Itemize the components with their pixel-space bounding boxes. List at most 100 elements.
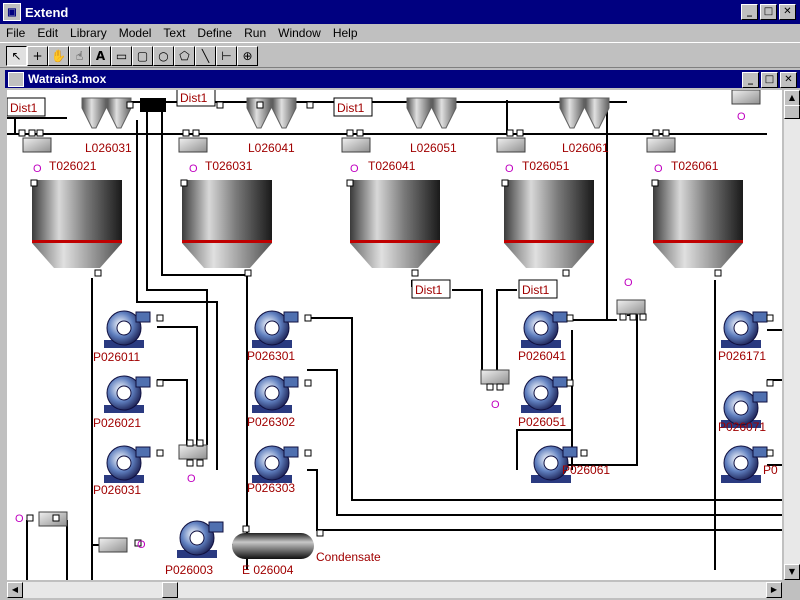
connector-port[interactable] <box>186 439 194 447</box>
dist-block[interactable] <box>176 90 216 107</box>
arrow-tool-icon[interactable]: + <box>27 46 48 66</box>
menu-window[interactable]: Window <box>278 26 321 40</box>
oval-tool-icon[interactable]: ○ <box>153 46 174 66</box>
pump-icon[interactable] <box>252 310 299 348</box>
menu-library[interactable]: Library <box>70 26 107 40</box>
connector-port[interactable] <box>196 459 204 467</box>
menu-text[interactable]: Text <box>163 26 186 40</box>
pump-icon[interactable] <box>521 310 568 348</box>
dist-block[interactable] <box>411 279 451 299</box>
connector-port[interactable] <box>316 529 324 537</box>
tank-icon[interactable] <box>32 180 122 268</box>
dist-block[interactable] <box>518 279 558 299</box>
connector-port[interactable] <box>304 379 312 387</box>
doc-minimize-button[interactable]: _ <box>742 72 759 88</box>
pump-icon[interactable] <box>721 390 768 428</box>
pump-icon[interactable] <box>721 310 768 348</box>
connector-port[interactable] <box>256 101 264 109</box>
connector-port[interactable] <box>244 269 252 277</box>
menu-define[interactable]: Define <box>197 26 233 40</box>
minimize-button[interactable]: _ <box>741 4 758 20</box>
menu-model[interactable]: Model <box>118 26 152 40</box>
connector-port[interactable] <box>766 449 774 457</box>
connector-port[interactable] <box>662 129 670 137</box>
pump-icon[interactable] <box>252 375 299 413</box>
pump-icon[interactable] <box>177 520 224 558</box>
connector-port[interactable] <box>651 179 659 187</box>
hopper-icon[interactable] <box>559 97 610 129</box>
connector-port[interactable] <box>30 179 38 187</box>
tank-icon[interactable] <box>653 180 743 268</box>
connector-port[interactable] <box>501 179 509 187</box>
vertical-scrollbar[interactable]: ▲ ▼ <box>784 90 800 580</box>
connector-port[interactable] <box>156 379 164 387</box>
connector-port[interactable] <box>304 314 312 322</box>
connector-port[interactable] <box>346 179 354 187</box>
valve-block-icon[interactable] <box>341 137 371 153</box>
pump-icon[interactable] <box>721 445 768 483</box>
connector-port[interactable] <box>156 314 164 322</box>
connector-port[interactable] <box>242 525 250 533</box>
connector-port[interactable] <box>580 449 588 457</box>
doc-maximize-button[interactable]: □ <box>761 72 778 88</box>
line-tool-icon[interactable]: ╲ <box>195 46 216 66</box>
connector-port[interactable] <box>180 179 188 187</box>
horizontal-scrollbar[interactable]: ◀ ▶ <box>7 582 782 598</box>
valve-block-icon[interactable] <box>496 137 526 153</box>
close-button[interactable]: ✕ <box>779 4 796 20</box>
connector-port[interactable] <box>619 313 627 321</box>
hand-tool-icon[interactable]: ✋ <box>48 46 69 66</box>
connector-port[interactable] <box>304 449 312 457</box>
menu-edit[interactable]: Edit <box>37 26 59 40</box>
scroll-right-icon[interactable]: ▶ <box>766 582 782 598</box>
connector-port[interactable] <box>306 101 314 109</box>
tank-icon[interactable] <box>182 180 272 268</box>
connector-port[interactable] <box>18 129 26 137</box>
connector-port[interactable] <box>346 129 354 137</box>
selected-block-icon[interactable] <box>140 98 166 112</box>
horizontal-scroll-thumb[interactable] <box>162 582 178 598</box>
pump-icon[interactable] <box>252 445 299 483</box>
connector-port[interactable] <box>566 379 574 387</box>
connector-port[interactable] <box>196 439 204 447</box>
connector-port[interactable] <box>156 449 164 457</box>
connector-port[interactable] <box>766 314 774 322</box>
connector-port[interactable] <box>134 539 142 547</box>
dist-block[interactable] <box>333 97 373 117</box>
hopper-icon[interactable] <box>406 97 457 129</box>
connector-port[interactable] <box>516 129 524 137</box>
rounded-rectangle-tool-icon[interactable]: ▢ <box>132 46 153 66</box>
connector-port[interactable] <box>411 269 419 277</box>
hopper-icon[interactable] <box>246 97 297 129</box>
menu-run[interactable]: Run <box>244 26 267 40</box>
connector-port[interactable] <box>192 129 200 137</box>
scroll-down-icon[interactable]: ▼ <box>784 564 800 580</box>
valve-block-icon[interactable] <box>731 90 761 105</box>
valve-block-icon[interactable] <box>98 537 128 553</box>
connector-port[interactable] <box>186 459 194 467</box>
connector-port[interactable] <box>36 129 44 137</box>
valve-block-icon[interactable] <box>178 137 208 153</box>
connector-port[interactable] <box>52 514 60 522</box>
connector-port[interactable] <box>94 269 102 277</box>
connector-port[interactable] <box>26 514 34 522</box>
tank-icon[interactable] <box>350 180 440 268</box>
menu-help[interactable]: Help <box>332 26 358 40</box>
connector-port[interactable] <box>714 269 722 277</box>
connector-port[interactable] <box>629 313 637 321</box>
pump-icon[interactable] <box>521 375 568 413</box>
pointer-tool-icon[interactable]: ↖ <box>6 46 27 66</box>
valve-block-icon[interactable] <box>480 369 510 385</box>
connector-port[interactable] <box>566 314 574 322</box>
rectangle-tool-icon[interactable]: ▭ <box>111 46 132 66</box>
cursor-tool-icon[interactable]: ☝ <box>69 46 90 66</box>
scroll-left-icon[interactable]: ◀ <box>7 582 23 598</box>
tank-icon[interactable] <box>504 180 594 268</box>
connector-port[interactable] <box>216 101 224 109</box>
text-tool-icon[interactable]: A <box>90 46 111 66</box>
heat-exchanger-icon[interactable] <box>232 533 314 559</box>
pump-icon[interactable] <box>531 445 578 483</box>
clone-tool-icon[interactable]: ⊕ <box>237 46 258 66</box>
